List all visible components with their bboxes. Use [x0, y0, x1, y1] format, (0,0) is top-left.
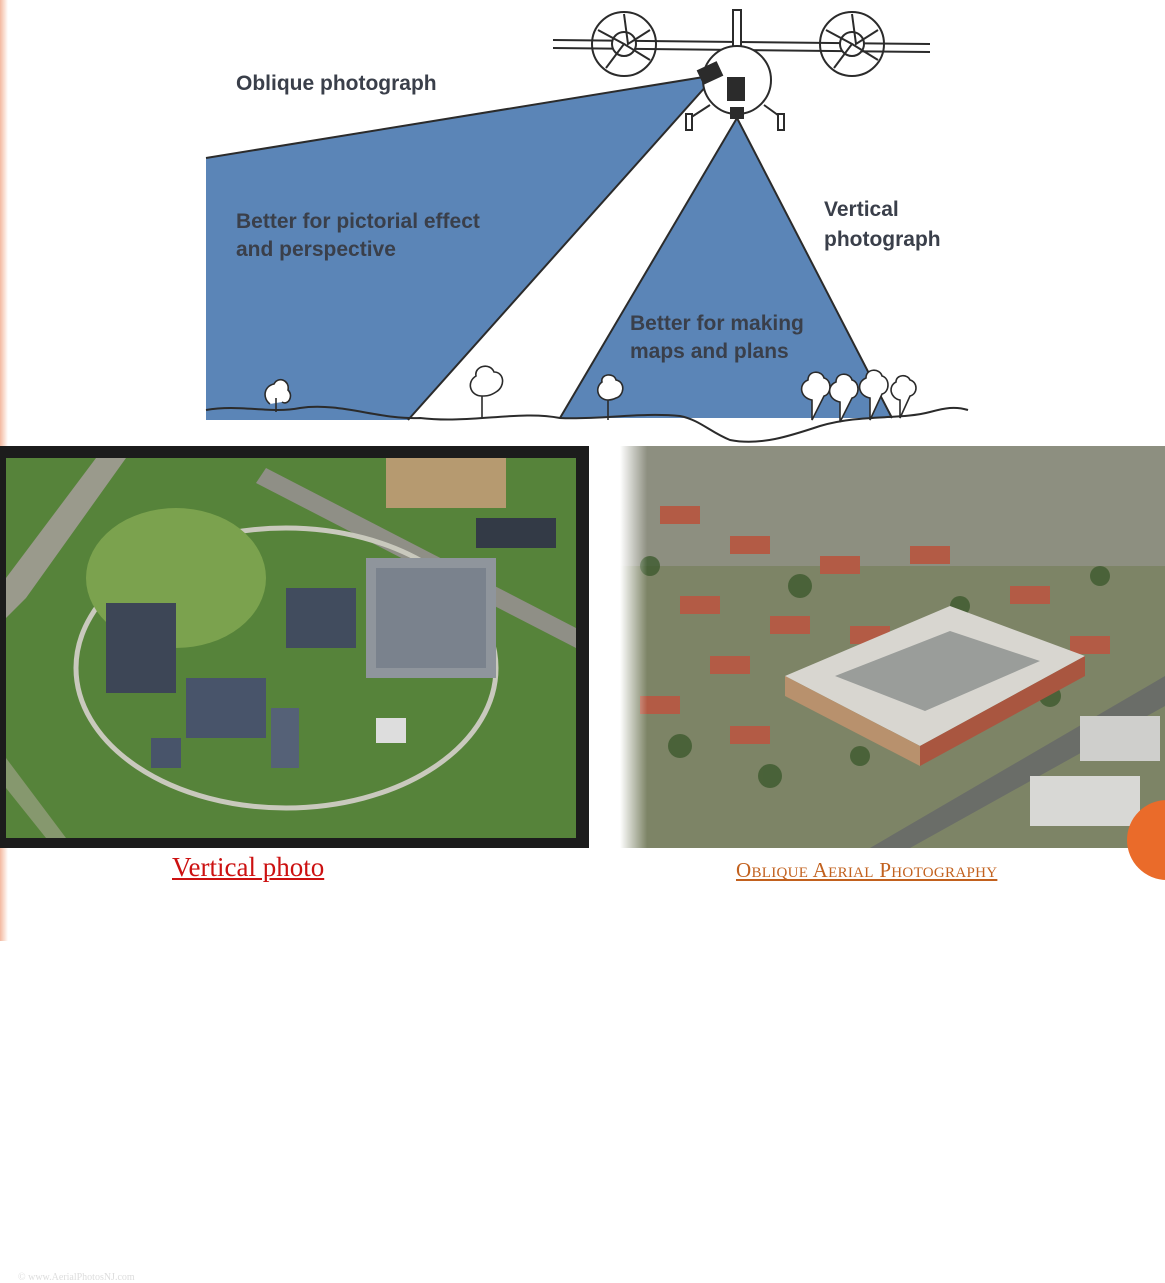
oblique-cone — [206, 75, 716, 420]
vertical-photo-caption[interactable]: Vertical photo — [172, 852, 325, 882]
oblique-photograph-label: Oblique photograph — [236, 72, 437, 95]
vertical-photo-image — [6, 458, 576, 838]
oblique-description-line2: and perspective — [236, 238, 396, 261]
ground-line — [205, 405, 969, 443]
oblique-photo-image — [620, 446, 1165, 848]
aerial-photography-diagram: Oblique photograph Better for pictorial … — [205, 9, 969, 443]
photo-watermark: © www.AerialPhotosNJ.com — [18, 1272, 135, 1283]
oblique-aerial-photo — [620, 446, 1165, 848]
vertical-cone — [560, 118, 892, 418]
vertical-aerial-photo: © www.AerialPhotosNJ.com — [0, 446, 589, 1283]
oblique-photo-caption[interactable]: Oblique Aerial Photography — [736, 858, 998, 882]
oblique-description-line1: Better for pictorial effect — [236, 210, 480, 233]
vertical-photograph-label-line1: Vertical — [824, 198, 899, 221]
airplane-icon — [552, 9, 931, 131]
vertical-description-line1: Better for making — [630, 312, 804, 335]
vertical-photograph-label-line2: photograph — [824, 228, 941, 251]
vertical-description-line2: maps and plans — [630, 340, 789, 363]
tree-icons — [264, 365, 917, 423]
